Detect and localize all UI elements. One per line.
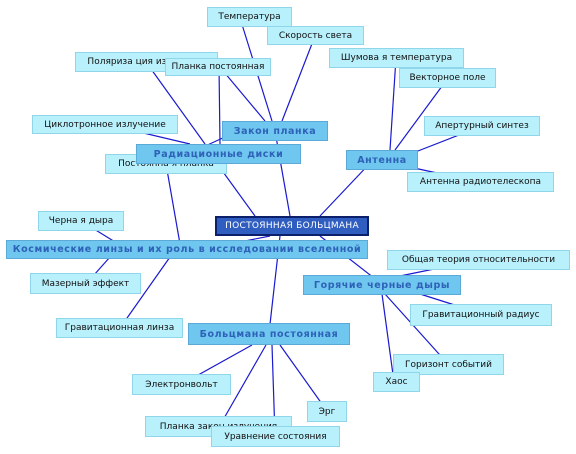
category-antenna[interactable]: Антенна bbox=[346, 150, 418, 170]
node-skorost-sveta[interactable]: Скорость света bbox=[267, 26, 364, 45]
node-obshaya-teoriya[interactable]: Общая теория относительности bbox=[387, 250, 570, 270]
root-node[interactable]: ПОСТОЯННАЯ БОЛЬЦМАНА bbox=[215, 216, 369, 236]
edge-antenna-shum bbox=[389, 57, 397, 151]
node-gorizont-sobytii[interactable]: Горизонт событий bbox=[393, 354, 504, 375]
node-elektronvolt[interactable]: Электронвольт bbox=[132, 374, 231, 395]
edge-kosmich-grav-linza bbox=[119, 256, 171, 329]
category-bolcmana-postoyannaya[interactable]: Больцмана постоянная bbox=[188, 323, 350, 345]
node-aperturnyi[interactable]: Апертурный синтез bbox=[424, 116, 540, 136]
edge-antenna-vektor bbox=[394, 77, 449, 151]
category-zakon-planka[interactable]: Закон планка bbox=[222, 121, 328, 141]
category-kosmicheskie-linzy[interactable]: Космические линзы и их роль в исследован… bbox=[6, 240, 368, 259]
node-chernaya-dyra[interactable]: Черна я дыра bbox=[38, 211, 124, 231]
edge-gor-gorizont bbox=[384, 293, 449, 365]
node-uravnenie-sostoyaniya[interactable]: Уравнение состояния bbox=[211, 426, 340, 447]
edge-gor-haos bbox=[381, 293, 395, 383]
node-temperatura[interactable]: Температура bbox=[207, 7, 292, 27]
node-planka-postoyannaya[interactable]: Планка постоянная bbox=[165, 58, 271, 76]
edge-bolc-planka-zakon bbox=[218, 344, 267, 428]
edge-radiac-polyar bbox=[145, 61, 206, 145]
node-shumovaya-temp[interactable]: Шумова я температура bbox=[329, 48, 464, 68]
node-grav-linza[interactable]: Гравитационная линза bbox=[56, 318, 183, 338]
node-vektornoe-pole[interactable]: Векторное поле bbox=[399, 68, 496, 88]
category-radiacionnye-diski[interactable]: Радиационные диски bbox=[136, 144, 301, 164]
edge-kosmich-post-planka bbox=[165, 163, 181, 245]
node-mazernyi-effekt[interactable]: Мазерный эффект bbox=[30, 273, 141, 294]
node-grav-radius[interactable]: Гравитационный радиус bbox=[410, 304, 552, 326]
node-antenna-radioteleskopa[interactable]: Антенна радиотелескопа bbox=[407, 172, 554, 192]
edge-radiac-planka-post bbox=[218, 65, 221, 145]
category-goryachie-dyry[interactable]: Горячие черные дыры bbox=[303, 275, 461, 295]
node-haos[interactable]: Хаос bbox=[373, 372, 420, 392]
node-erg[interactable]: Эрг bbox=[307, 401, 347, 422]
edge-bolc-erg bbox=[279, 344, 328, 412]
edge-zakon-skorost bbox=[281, 35, 316, 122]
node-ciklotron[interactable]: Циклотронное излучение bbox=[32, 115, 178, 134]
